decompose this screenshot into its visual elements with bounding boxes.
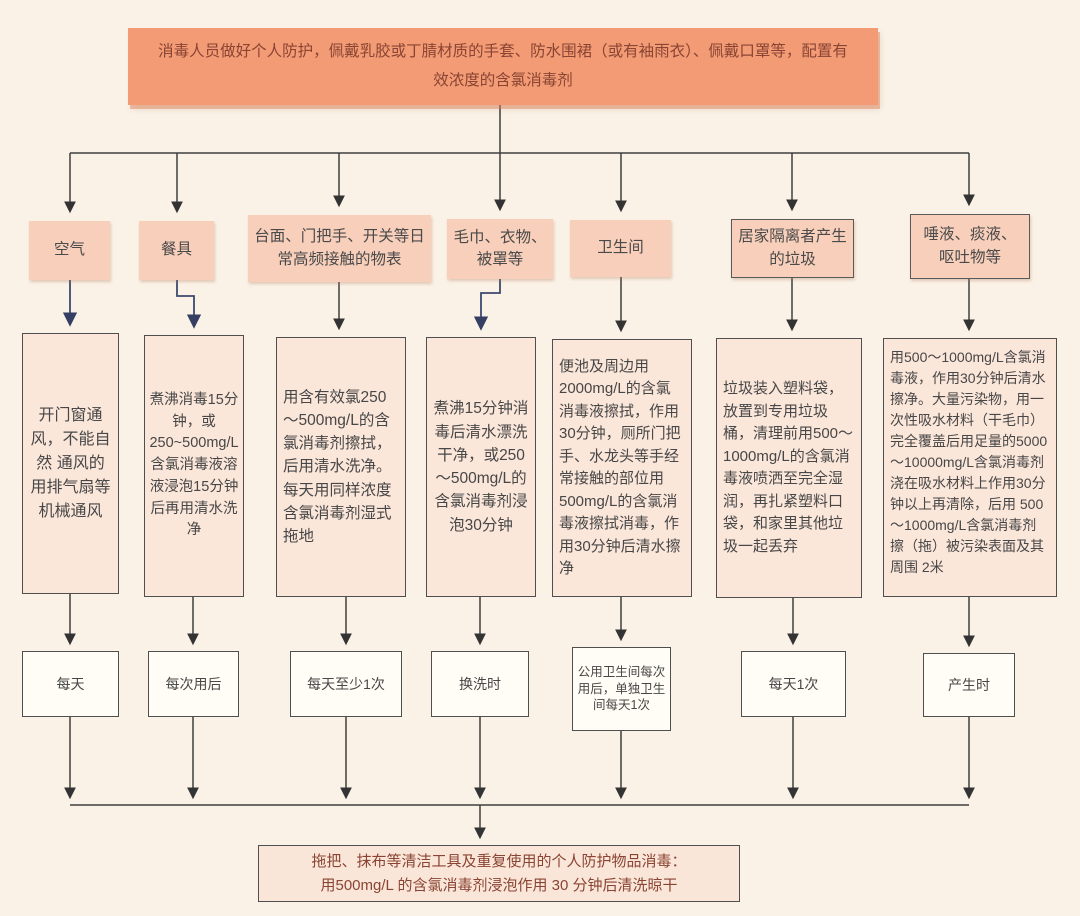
method-text: 便池及周边用2000mg/L的含氯消毒液擦拭，作用30分钟，厕所门把手、水龙头等… (559, 357, 681, 578)
top-instruction-box: 消毒人员做好个人防护，佩戴乳胶或丁腈材质的手套、防水围裙（或有袖雨衣）、佩戴口罩… (128, 28, 878, 105)
frequency-box-garbage: 每天1次 (741, 651, 846, 717)
header-box-tableware: 餐具 (139, 221, 214, 280)
frequency-text: 每天 (56, 675, 85, 692)
top-instruction-text: 消毒人员做好个人防护，佩戴乳胶或丁腈材质的手套、防水围裙（或有袖雨衣）、佩戴口罩… (158, 42, 848, 89)
bottom-text-line2: 用500mg/L 的含氯消毒剂浸泡作用 30 分钟后清洗晾干 (320, 876, 678, 894)
bottom-text-line1: 拖把、抹布等清洁工具及重复使用的个人防护物品消毒： (311, 853, 687, 871)
header-box-surfaces: 台面、门把手、开关等日常高频接触的物表 (248, 215, 431, 282)
method-box-textiles: 煮沸15分钟消毒后清水漂洗干净，或250～500mg/L的含氯消毒剂浸泡30分钟 (426, 337, 536, 597)
bottom-tools-disinfection-box: 拖把、抹布等清洁工具及重复使用的个人防护物品消毒： 用500mg/L 的含氯消毒… (258, 845, 740, 902)
header-box-garbage: 居家隔离者产生的垃圾 (731, 219, 854, 278)
frequency-box-secretions: 产生时 (923, 653, 1015, 717)
frequency-text: 公用卫生间每次用后，单独卫生间每天1次 (577, 664, 666, 713)
header-label: 卫生间 (597, 239, 644, 257)
header-box-air: 空气 (29, 221, 110, 280)
header-box-textiles: 毛巾、衣物、被罩等 (447, 219, 553, 279)
frequency-text: 换洗时 (459, 675, 501, 692)
header-label: 台面、门把手、开关等日常高频接触的物表 (254, 228, 425, 268)
method-text: 用含有效氯250～500mg/L的含氯消毒剂擦拭，后用清水洗净。每天用同样浓度含… (283, 388, 392, 546)
method-text: 垃圾装入塑料袋，放置到专用垃圾桶，清理前用500～1000mg/L的含氯消毒液喷… (723, 380, 854, 555)
header-box-secretions: 唾液、痰液、呕吐物等 (910, 214, 1030, 279)
frequency-text: 每天1次 (768, 675, 819, 692)
method-box-tableware: 煮沸消毒15分钟，或250~500mg/L含氯消毒液溶液浸泡15分钟后再用清水洗… (144, 335, 244, 597)
frequency-text: 每次用后 (165, 675, 222, 692)
method-text: 煮沸消毒15分钟，或250~500mg/L含氯消毒液溶液浸泡15分钟后再用清水洗… (149, 391, 239, 539)
method-text: 煮沸15分钟消毒后清水漂洗干净，或250～500mg/L的含氯消毒剂浸泡30分钟 (433, 400, 529, 534)
method-text: 开门窗通风，不能自然 通风的用排气扇等机械通风 (30, 406, 111, 520)
header-label: 居家隔离者产生的垃圾 (738, 228, 847, 268)
frequency-box-air: 每天 (22, 651, 119, 717)
header-box-bathroom: 卫生间 (570, 220, 671, 277)
frequency-box-surfaces: 每天至少1次 (290, 651, 402, 717)
frequency-text: 每天至少1次 (307, 675, 385, 692)
header-label: 唾液、痰液、呕吐物等 (923, 226, 1017, 266)
header-label: 空气 (53, 241, 85, 259)
method-box-bathroom: 便池及周边用2000mg/L的含氯消毒液擦拭，作用30分钟，厕所门把手、水龙头等… (552, 339, 692, 597)
method-box-garbage: 垃圾装入塑料袋，放置到专用垃圾桶，清理前用500～1000mg/L的含氯消毒液喷… (716, 338, 862, 598)
method-box-secretions: 用500～1000mg/L含氯消毒液，作用30分钟后清水擦净。大量污染物，用一次… (883, 338, 1057, 597)
header-label: 餐具 (160, 241, 192, 259)
frequency-text: 产生时 (948, 676, 990, 693)
frequency-box-textiles: 换洗时 (431, 651, 529, 717)
header-label: 毛巾、衣物、被罩等 (453, 228, 547, 268)
method-box-air: 开门窗通风，不能自然 通风的用排气扇等机械通风 (22, 333, 119, 594)
frequency-box-bathroom: 公用卫生间每次用后，单独卫生间每天1次 (572, 647, 671, 731)
method-text: 用500～1000mg/L含氯消毒液，作用30分钟后清水擦净。大量污染物，用一次… (890, 349, 1048, 575)
frequency-box-tableware: 每次用后 (148, 651, 239, 717)
method-box-surfaces: 用含有效氯250～500mg/L的含氯消毒剂擦拭，后用清水洗净。每天用同样浓度含… (276, 337, 406, 597)
